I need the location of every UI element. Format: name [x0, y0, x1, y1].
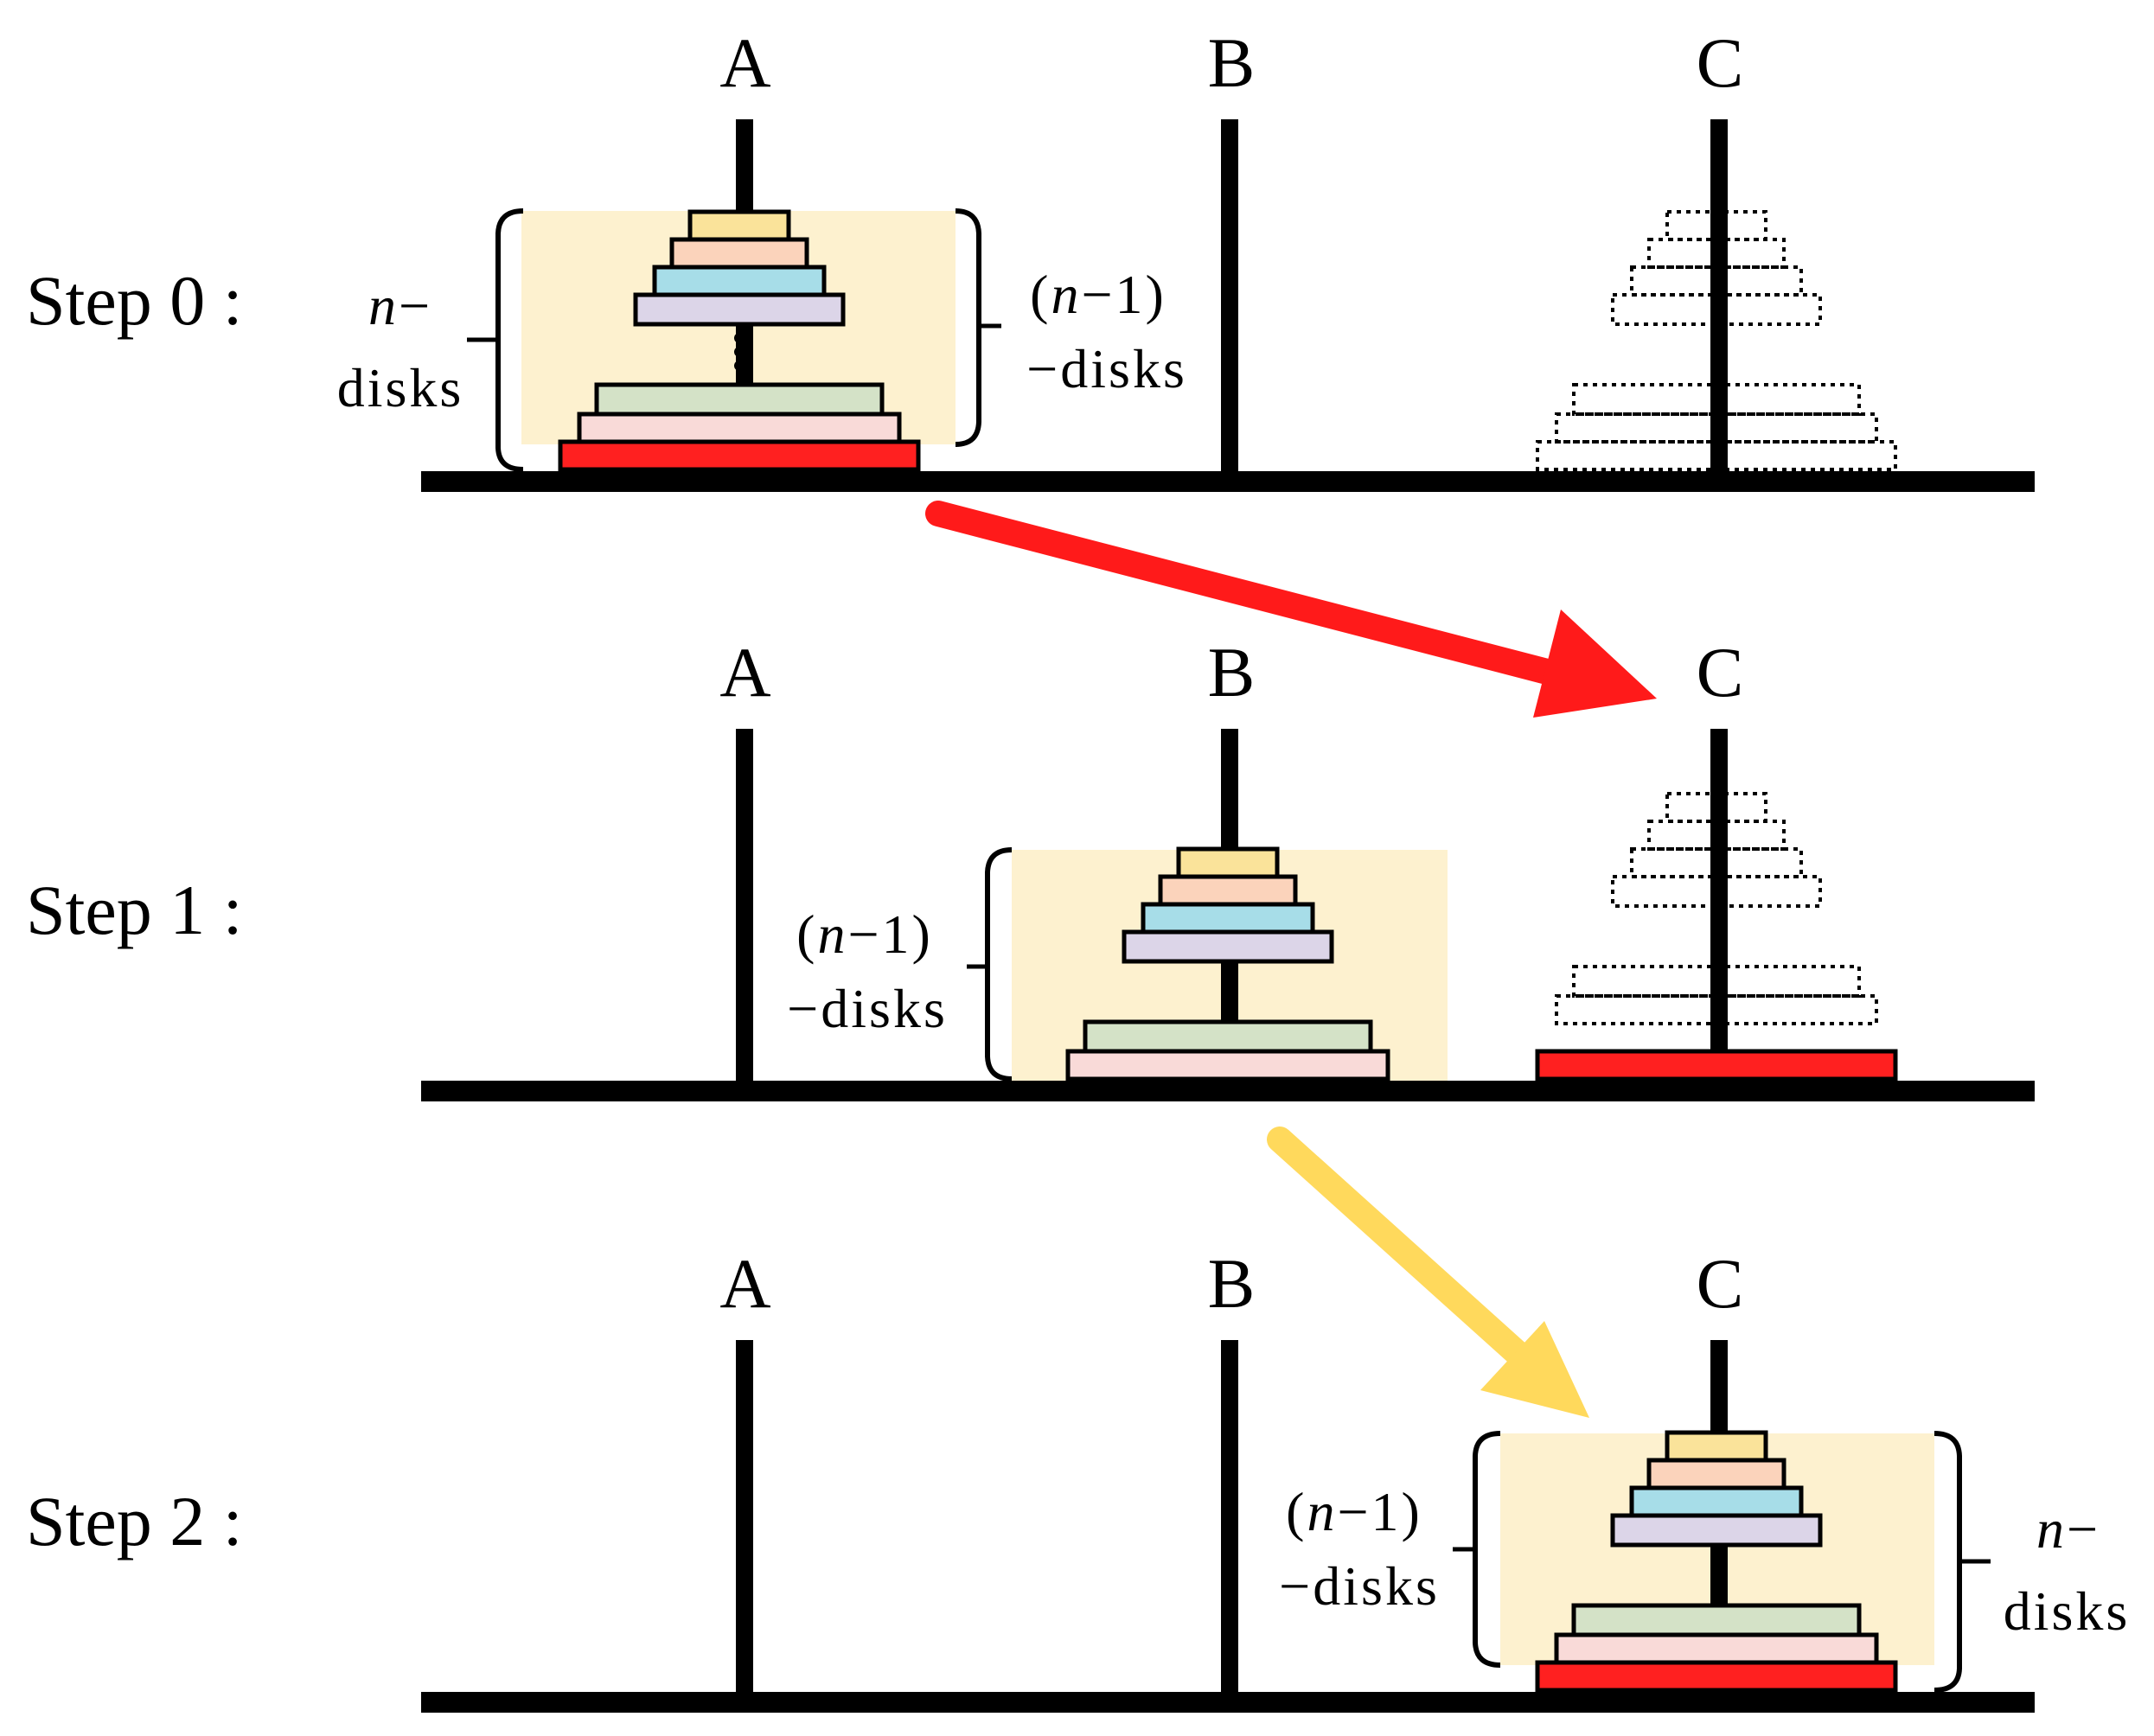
- rod-a: [736, 1340, 753, 1695]
- n-disks-note: n−: [2036, 1498, 2100, 1560]
- n-disks-note-line2: disks: [337, 357, 464, 418]
- rod-c-label: C: [1697, 23, 1744, 102]
- left-brace: [985, 847, 1013, 1082]
- rod-b: [1221, 119, 1238, 474]
- n-disks-note-line2: disks: [2004, 1580, 2131, 1642]
- step-1: Step 1 : A B C (n−1) −disks: [26, 633, 2035, 1101]
- largest-disk-c: [1535, 1049, 1898, 1082]
- n-minus-1-note: (n−1): [1030, 264, 1166, 325]
- step-2: Step 2 : A B C (n−1) −disks n− disks: [26, 1244, 2131, 1713]
- move-arrow-remaining-disks: [1267, 1126, 1589, 1418]
- n-minus-1-note: (n−1): [1286, 1481, 1422, 1542]
- rod-b-label: B: [1208, 23, 1256, 102]
- base: [421, 1081, 2035, 1101]
- target-ellipsis: [1711, 915, 1722, 953]
- n-minus-1-note-line2: −disks: [787, 978, 948, 1039]
- step-2-label: Step 2 :: [26, 1482, 243, 1560]
- target-ellipsis: [1711, 333, 1722, 371]
- step-0: Step 0 : A B C n− disks (n−1) −disks: [26, 23, 2035, 492]
- right-brace: [955, 208, 981, 447]
- left-brace: [1473, 1431, 1501, 1668]
- n-minus-1-note-line2: −disks: [1026, 338, 1187, 399]
- rod-a-label: A: [719, 1244, 770, 1323]
- step-1-label: Step 1 :: [26, 871, 243, 949]
- rod-c-label: C: [1697, 633, 1744, 712]
- rod-b-label: B: [1208, 1244, 1256, 1323]
- rod-b-label: B: [1208, 633, 1256, 712]
- move-arrow-largest-disk: [925, 501, 1657, 718]
- base: [421, 1692, 2035, 1713]
- rod-a-label: A: [719, 633, 770, 712]
- right-brace: [1933, 1431, 1962, 1693]
- rod-b: [1221, 1340, 1238, 1695]
- rod-a-label: A: [719, 23, 770, 102]
- step-0-label: Step 0 :: [26, 261, 243, 340]
- n-minus-1-note: (n−1): [796, 903, 933, 965]
- left-brace: [495, 208, 524, 472]
- rod-a: [736, 729, 753, 1083]
- rod-c-label: C: [1697, 1244, 1744, 1323]
- n-disks-note: n−: [368, 275, 432, 336]
- n-minus-1-note-line2: −disks: [1279, 1555, 1440, 1617]
- base: [421, 471, 2035, 492]
